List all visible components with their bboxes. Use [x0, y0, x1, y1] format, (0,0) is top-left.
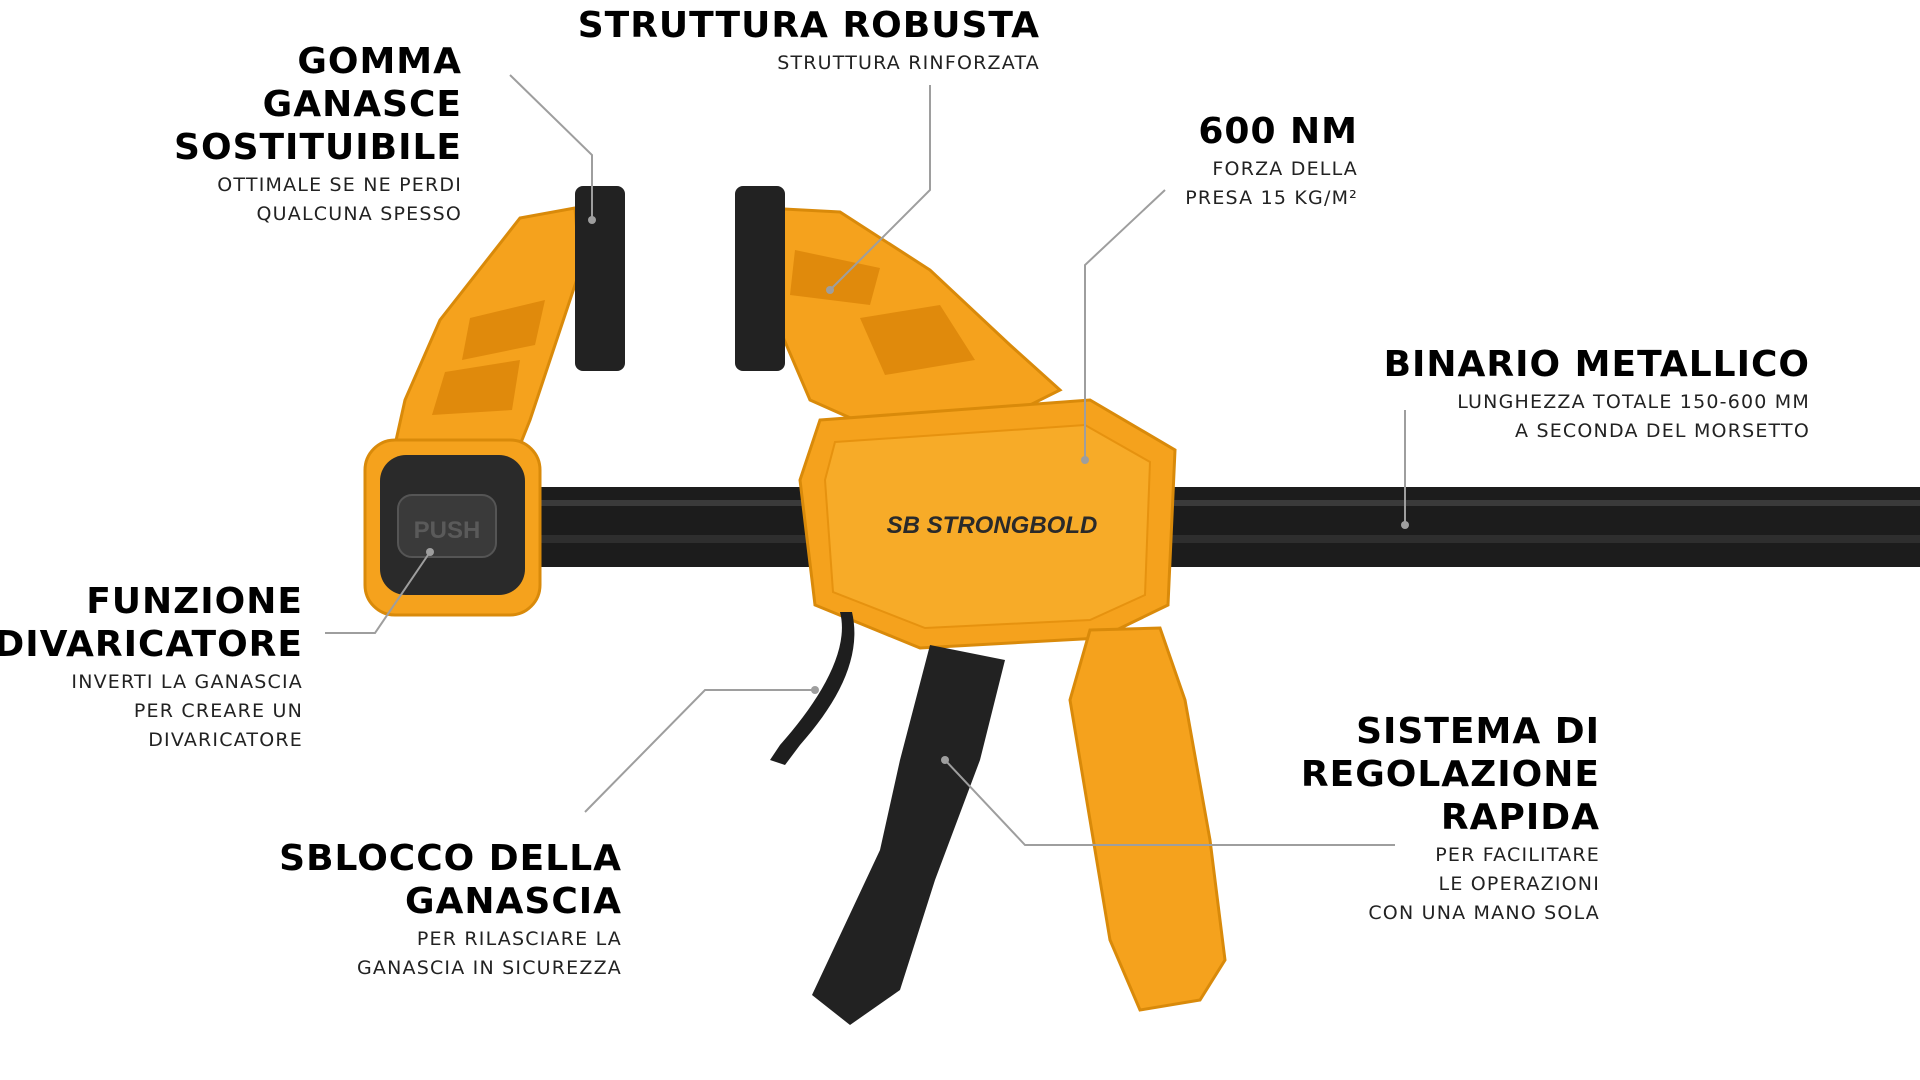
leader-line-forza — [1084, 189, 1166, 460]
callout-title: 600 NM — [1198, 111, 1358, 152]
left-jaw-rib — [462, 300, 545, 360]
callout-gomma: GOMMA GANASCE SOSTITUIBILE OTTIMALE SE N… — [174, 40, 462, 229]
leader-dot — [941, 756, 949, 764]
callout-struttura: STRUTTURA ROBUSTA STRUTTURA RINFORZATA — [578, 4, 1040, 78]
release-lever — [770, 612, 855, 765]
clamp-handle — [1068, 626, 1227, 1012]
leader-dot — [1401, 521, 1409, 529]
callout-title: STRUTTURA ROBUSTA — [577, 5, 1040, 46]
leader-dot — [826, 286, 834, 294]
callout-title: GOMMA GANASCE SOSTITUIBILE — [174, 41, 462, 168]
body-panel — [823, 423, 1152, 630]
leader-line-regolazione — [944, 759, 1395, 846]
leader-line-sblocco — [584, 689, 815, 813]
callout-subtitle: OTTIMALE SE NE PERDI QUALCUNA SPESSO — [217, 174, 462, 225]
callout-title: FUNZIONE DIVARICATORE — [0, 581, 303, 665]
callout-regolazione: SISTEMA DI REGOLAZIONE RAPIDA PER FACILI… — [1301, 710, 1600, 928]
rail-groove — [530, 535, 1920, 543]
leader-dot — [1081, 456, 1089, 464]
left-jaw-pad — [575, 186, 625, 371]
callout-forza: 600 NM FORZA DELLA PRESA 15 KG/M² — [1185, 110, 1358, 213]
callout-subtitle: INVERTI LA GANASCIA PER CREARE UN DIVARI… — [71, 671, 303, 751]
leader-line-struttura — [829, 85, 931, 291]
leader-line-gomma — [509, 74, 593, 220]
callout-title: SISTEMA DI REGOLAZIONE RAPIDA — [1300, 711, 1600, 838]
leader-dot — [588, 216, 596, 224]
right-jaw-pad — [735, 186, 785, 371]
push-button-face — [397, 494, 497, 558]
callout-subtitle: LUNGHEZZA TOTALE 150-600 MM A SECONDA DE… — [1457, 391, 1810, 442]
right-jaw-rib — [860, 305, 975, 375]
push-text: PUSH — [414, 517, 481, 544]
left-jaw-rib — [432, 360, 520, 415]
trigger — [812, 645, 1005, 1025]
callout-title: BINARIO METALLICO — [1383, 344, 1810, 385]
callout-title: SBLOCCO DELLA GANASCIA — [279, 838, 622, 922]
leader-dot — [426, 548, 434, 556]
callout-subtitle: PER RILASCIARE LA GANASCIA IN SICUREZZA — [356, 928, 622, 979]
callout-subtitle: PER FACILITARE LE OPERAZIONI CON UNA MAN… — [1368, 844, 1600, 924]
leader-line-divaricatore — [325, 551, 431, 634]
callout-binario: BINARIO METALLICO LUNGHEZZA TOTALE 150-6… — [1384, 343, 1810, 446]
callout-subtitle: FORZA DELLA PRESA 15 KG/M² — [1185, 158, 1358, 209]
callout-subtitle: STRUTTURA RINFORZATA — [777, 52, 1040, 74]
rail-highlight — [530, 500, 1920, 506]
callout-divaricatore: FUNZIONE DIVARICATORE INVERTI LA GANASCI… — [0, 580, 303, 755]
leader-dot — [811, 686, 819, 694]
brand-logo: SB STRONGBOLD — [887, 512, 1098, 539]
metal-rail — [530, 487, 1920, 567]
callout-sblocco: SBLOCCO DELLA GANASCIA PER RILASCIARE LA… — [279, 837, 622, 983]
